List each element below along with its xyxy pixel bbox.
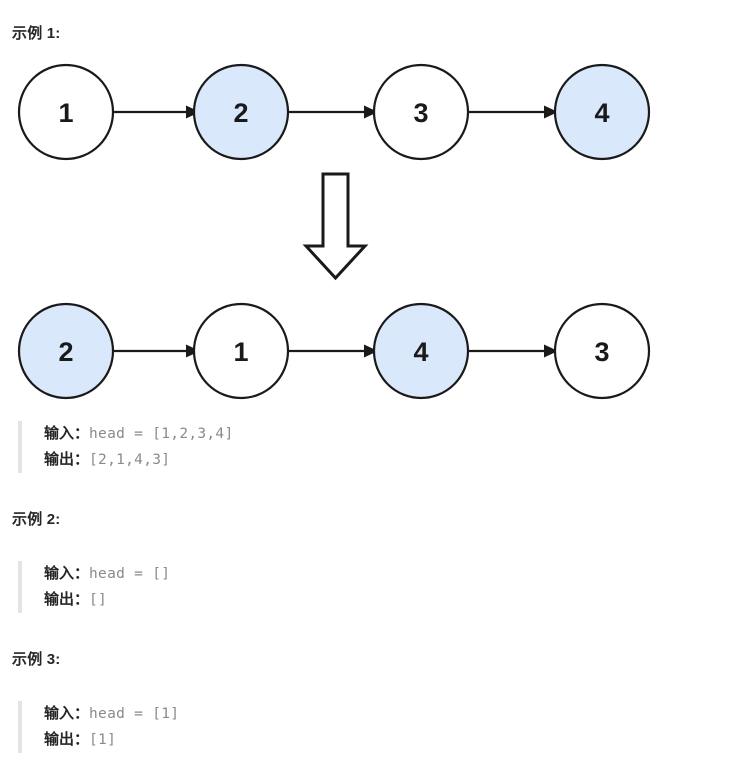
input-label: 输入： xyxy=(44,705,90,722)
after-node-2: 4 xyxy=(372,302,470,400)
input-label: 输入： xyxy=(44,425,90,442)
output-code: [] xyxy=(89,592,108,608)
before-edge-1-2 xyxy=(113,105,200,119)
down-block-arrow-icon xyxy=(302,172,369,281)
before-edge-2-3 xyxy=(288,105,378,119)
after-node-0-label: 2 xyxy=(58,337,73,367)
after-edge-3-4 xyxy=(468,344,558,358)
after-node-3-label: 3 xyxy=(594,337,609,367)
before-node-0-label: 1 xyxy=(58,98,73,128)
before-node-1-label: 2 xyxy=(233,98,248,128)
before-node-2-label: 3 xyxy=(413,98,428,128)
before-node-3: 4 xyxy=(553,63,651,161)
example-1-heading: 示例 1: xyxy=(12,25,61,42)
before-edge-3-4 xyxy=(468,105,558,119)
linked-list-diagram: 1 2 3 4 xyxy=(0,50,739,400)
before-node-3-label: 4 xyxy=(594,98,609,128)
after-edge-2-3 xyxy=(288,344,378,358)
input-label: 输入： xyxy=(44,565,90,582)
example-3-input-line: 输入：head = [1] xyxy=(44,701,179,727)
example-2-input-line: 输入：head = [] xyxy=(44,561,170,587)
before-node-0: 1 xyxy=(17,63,115,161)
example-1-input-line: 输入：head = [1,2,3,4] xyxy=(44,421,234,447)
after-node-1: 1 xyxy=(192,302,290,400)
input-code: head = [] xyxy=(89,566,171,582)
example-2-heading: 示例 2: xyxy=(12,511,61,528)
output-label: 输出： xyxy=(44,451,90,468)
example-3-io-block: 输入：head = [1] 输出：[1] xyxy=(18,701,179,753)
before-node-1: 2 xyxy=(192,63,290,161)
before-row: 1 2 3 4 xyxy=(17,63,651,161)
example-3-output-line: 输出：[1] xyxy=(44,727,179,753)
input-code: head = [1,2,3,4] xyxy=(89,426,234,442)
after-node-1-label: 1 xyxy=(233,337,248,367)
output-code: [2,1,4,3] xyxy=(89,452,171,468)
after-node-0: 2 xyxy=(17,302,115,400)
example-1-io-block: 输入：head = [1,2,3,4] 输出：[2,1,4,3] xyxy=(18,421,234,473)
output-label: 输出： xyxy=(44,591,90,608)
example-1-output-line: 输出：[2,1,4,3] xyxy=(44,447,234,473)
after-node-2-label: 4 xyxy=(413,337,428,367)
example-2-output-line: 输出：[] xyxy=(44,587,170,613)
example-2-io-block: 输入：head = [] 输出：[] xyxy=(18,561,170,613)
after-node-3: 3 xyxy=(553,302,651,400)
before-node-2: 3 xyxy=(372,63,470,161)
input-code: head = [1] xyxy=(89,706,180,722)
output-code: [1] xyxy=(89,732,117,748)
after-edge-1-2 xyxy=(113,344,200,358)
after-row: 2 1 4 3 xyxy=(17,302,651,400)
output-label: 输出： xyxy=(44,731,90,748)
example-3-heading: 示例 3: xyxy=(12,651,61,668)
